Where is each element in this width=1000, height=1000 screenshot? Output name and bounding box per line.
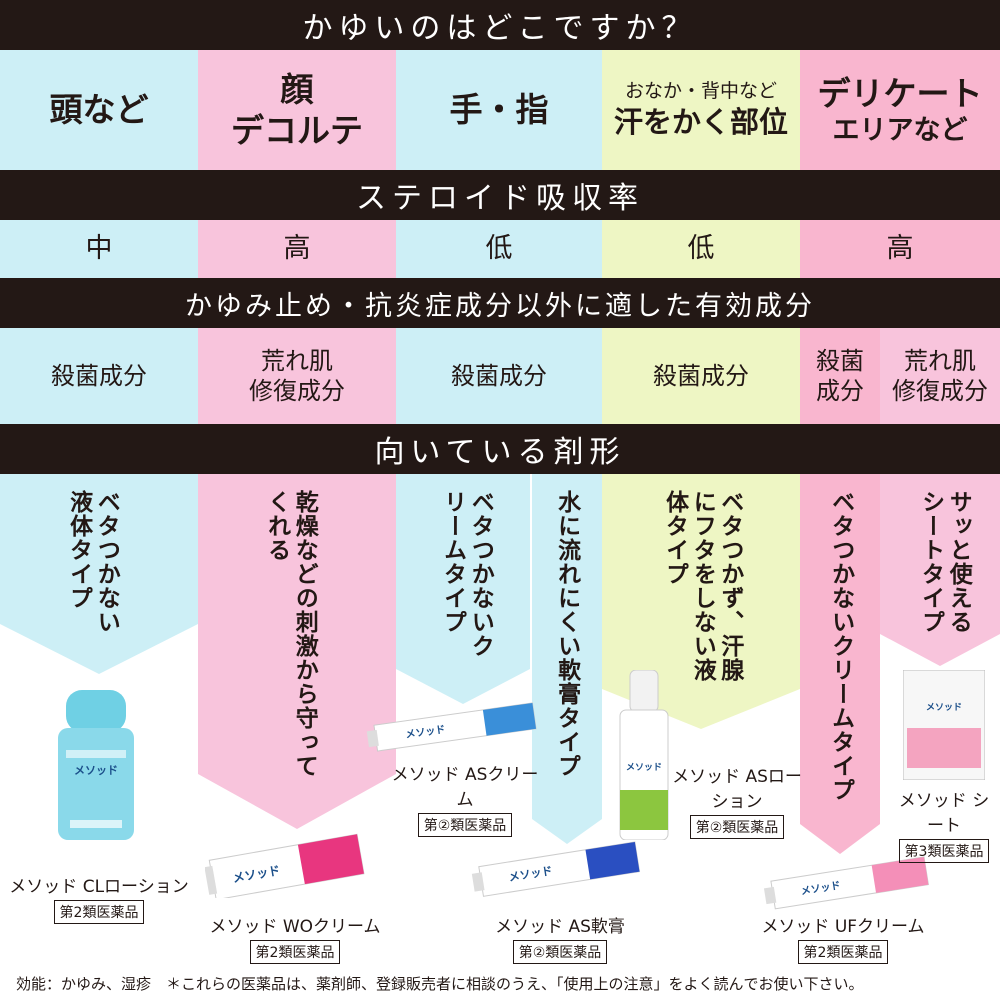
- area-label: デコルテ: [231, 111, 363, 150]
- ingredient-label: 殺菌成分: [451, 362, 547, 390]
- area-cell-hand: 手・指: [396, 50, 602, 170]
- category-badge: 第2類医薬品: [249, 940, 341, 964]
- product-name: メソッド CLローション: [9, 877, 189, 897]
- as-ointment-tube-image: メソッド: [471, 841, 641, 897]
- ingredient-label: 成分: [816, 377, 864, 405]
- ingredient-label: 修復成分: [892, 377, 988, 405]
- product-as-lotion: メソッド ASローション 第②類医薬品: [672, 762, 802, 839]
- product-name: メソッド シート: [898, 791, 990, 836]
- category-badge: 第②類医薬品: [689, 815, 785, 839]
- category-badge: 第②類医薬品: [512, 940, 608, 964]
- ingredient-label: 殺菌成分: [51, 362, 147, 390]
- steroid-level-cell: 低: [602, 220, 800, 278]
- forms-bar: 向いている剤形: [0, 424, 1000, 474]
- footer-note: 効能：かゆみ、湿疹 ＊これらの医薬品は、薬剤師、登録販売者に相談のうえ、「使用上…: [16, 975, 864, 993]
- area-label: エリアなど: [832, 114, 968, 146]
- ingredient-label: 荒れ肌: [904, 347, 976, 375]
- ingredient-cell: 殺菌成分: [602, 328, 800, 424]
- ingredient-cell: 殺菌成分: [396, 328, 602, 424]
- form-text: ベタつかないクリームタイプ: [439, 490, 494, 658]
- form-text: サッと使えるシートタイプ: [917, 490, 972, 634]
- ingredients-title: かゆみ止め・抗炎症成分以外に適した有効成分: [185, 290, 815, 322]
- steroid-level-cell: 低: [396, 220, 602, 278]
- package-brand: メソッド: [926, 702, 962, 713]
- product-uf-cream: メソッド UFクリーム 第2類医薬品: [748, 912, 938, 964]
- ingredient-cell: 殺菌 成分: [800, 328, 880, 424]
- forms-title: 向いている剤形: [374, 435, 626, 470]
- product-name: メソッド AS軟膏: [495, 917, 625, 937]
- area-label: 手・指: [449, 90, 549, 130]
- steroid-level: 中: [85, 233, 113, 265]
- product-name: メソッド ASクリーム: [391, 765, 539, 810]
- product-name: メソッド WOクリーム: [209, 917, 381, 937]
- ingredient-label: 荒れ肌: [261, 347, 333, 375]
- as-lotion-bottle-image: メソッド: [619, 670, 669, 840]
- cl-lotion-bottle-image: メソッド: [58, 690, 134, 840]
- steroid-level-cell: 中: [0, 220, 198, 278]
- steroid-level-cell: 高: [800, 220, 1000, 278]
- area-label: おなか・背中など: [624, 80, 777, 102]
- product-sheet: メソッド シート 第3類医薬品: [892, 786, 996, 863]
- ingredient-label: 殺菌: [816, 347, 864, 375]
- sheet-packet-image: メソッド: [903, 670, 985, 780]
- form-text: ベタつかないクリームタイプ: [827, 490, 854, 802]
- uf-cream-tube-image: メソッド: [763, 856, 929, 910]
- ingredient-cell: 殺菌成分: [0, 328, 198, 424]
- product-name: メソッド ASローション: [672, 767, 802, 812]
- steroid-level: 高: [886, 233, 914, 265]
- product-cl-lotion: メソッド CLローション 第2類医薬品: [4, 872, 194, 924]
- category-badge: 第3類医薬品: [898, 839, 990, 863]
- product-as-ointment: メソッド AS軟膏 第②類医薬品: [470, 912, 650, 964]
- area-cell-body: おなか・背中など 汗をかく部位: [602, 50, 800, 170]
- product-name: メソッド UFクリーム: [761, 917, 925, 937]
- form-arrows: [0, 474, 1000, 854]
- category-badge: 第2類医薬品: [53, 900, 145, 924]
- package-brand: メソッド: [74, 764, 118, 777]
- ingredients-bar: かゆみ止め・抗炎症成分以外に適した有効成分: [0, 278, 1000, 328]
- area-cell-delicate: デリケート エリアなど: [800, 50, 1000, 170]
- form-text: 乾燥などの刺激から守ってくれる: [263, 490, 318, 778]
- arrow-shape: [532, 474, 602, 844]
- ingredient-cell: 荒れ肌 修復成分: [198, 328, 396, 424]
- arrow-shape: [396, 474, 530, 704]
- area-cell-face: 顔 デコルテ: [198, 50, 396, 170]
- ingredient-cell: 荒れ肌 修復成分: [880, 328, 1000, 424]
- form-text: ベタつかず、汗腺にフタをしない液体タイプ: [661, 490, 743, 682]
- arrow-shape: [0, 474, 198, 674]
- as-cream-tube-image: メソッド: [366, 702, 537, 752]
- arrow-shape: [880, 474, 1000, 666]
- form-text: 水に流れにくい軟膏タイプ: [553, 490, 580, 778]
- area-label: 顔: [280, 69, 314, 109]
- ingredient-label: 修復成分: [249, 377, 345, 405]
- category-badge: 第②類医薬品: [417, 813, 513, 837]
- steroid-level: 高: [283, 233, 311, 265]
- form-text: ベタつかない液体タイプ: [65, 490, 120, 634]
- ingredient-label: 殺菌成分: [653, 362, 749, 390]
- wo-cream-tube-image: メソッド: [205, 833, 365, 898]
- steroid-level: 低: [687, 233, 715, 265]
- product-wo-cream: メソッド WOクリーム 第2類医薬品: [200, 912, 390, 964]
- area-label: 頭など: [49, 90, 149, 130]
- steroid-bar: ステロイド吸収率: [0, 170, 1000, 220]
- package-brand: メソッド: [626, 762, 662, 773]
- arrow-shape: [602, 474, 800, 729]
- product-as-cream: メソッド ASクリーム 第②類医薬品: [390, 760, 540, 837]
- arrow-shape: [800, 474, 880, 854]
- area-cell-head: 頭など: [0, 50, 198, 170]
- area-label: デリケート: [817, 73, 983, 113]
- question-title: かゆいのはどこですか？: [302, 11, 698, 46]
- steroid-level-cell: 高: [198, 220, 396, 278]
- header-bar: かゆいのはどこですか？: [0, 0, 1000, 50]
- area-label: 汗をかく部位: [613, 104, 788, 139]
- arrow-shape: [198, 474, 396, 829]
- steroid-level: 低: [485, 233, 513, 265]
- category-badge: 第2類医薬品: [797, 940, 889, 964]
- package-brand: メソッド: [405, 723, 446, 740]
- steroid-title: ステロイド吸収率: [356, 181, 644, 216]
